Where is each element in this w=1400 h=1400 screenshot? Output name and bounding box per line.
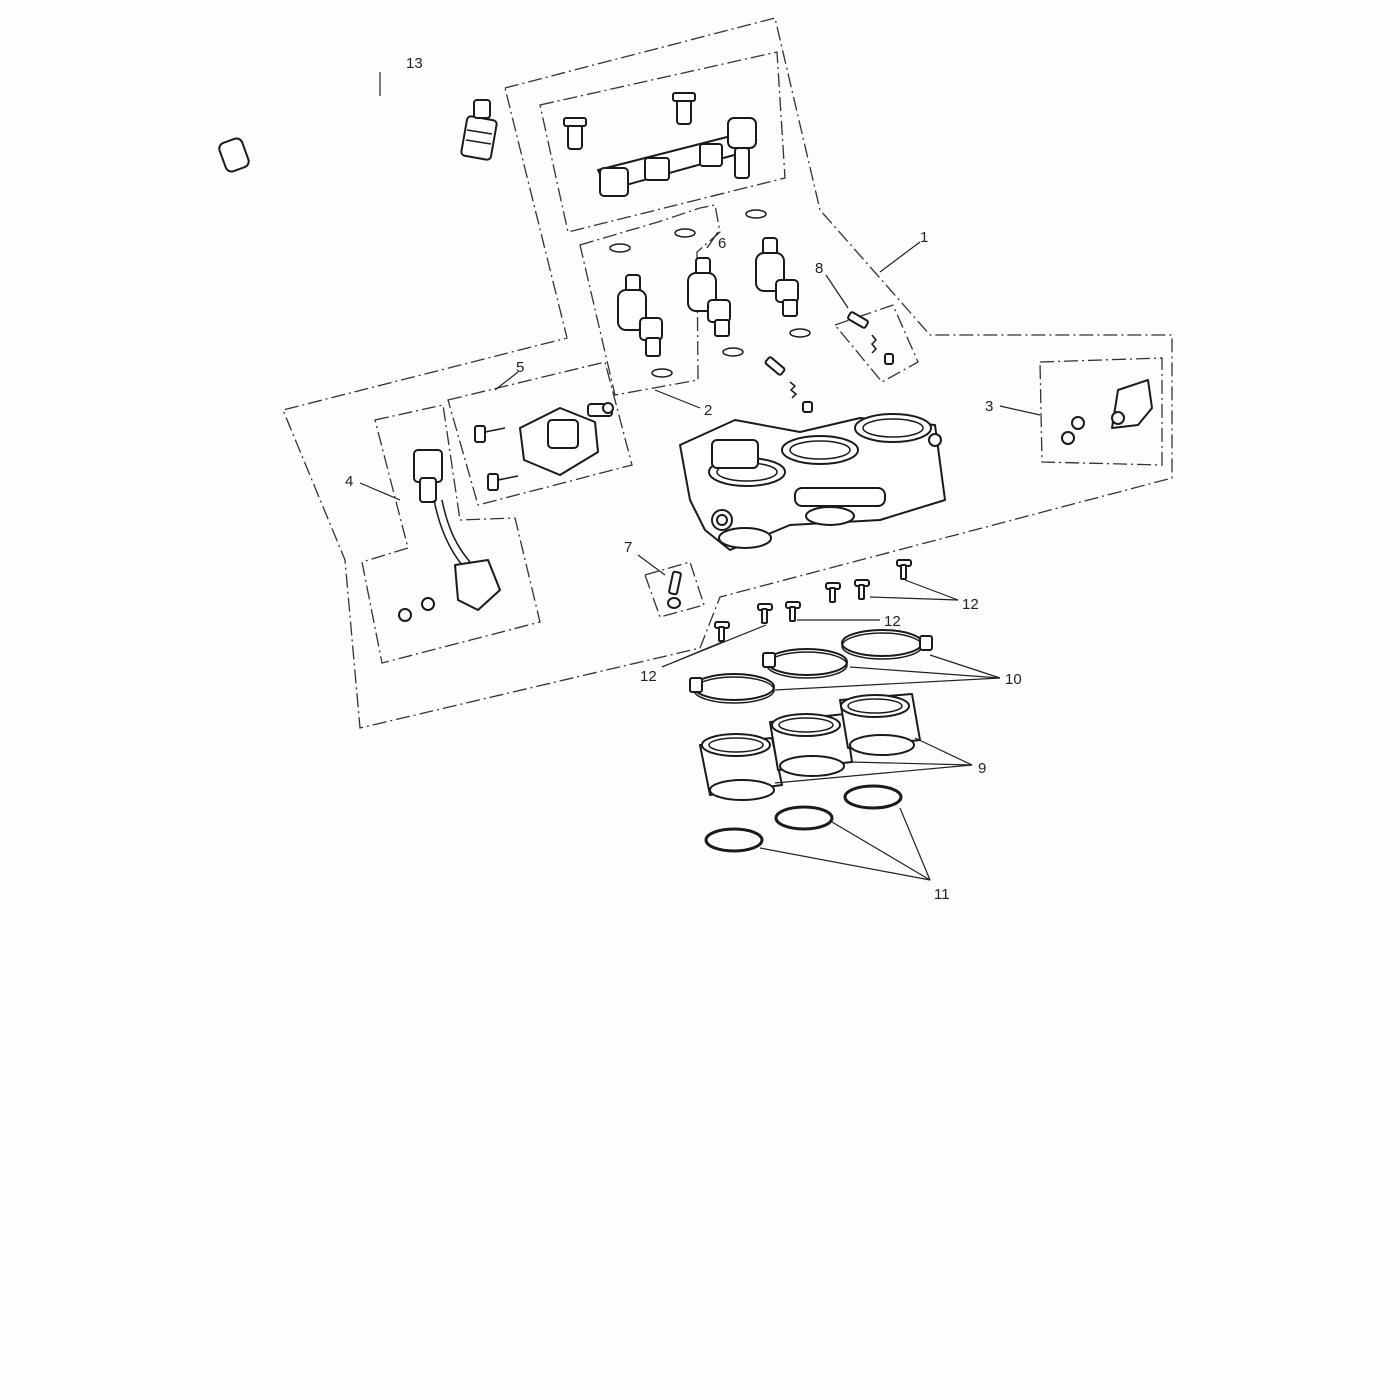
callout-6: 6 — [718, 235, 726, 252]
fuel-hose — [218, 92, 498, 173]
callout-5: 5 — [516, 359, 524, 376]
fuel-rail-group-boundary — [539, 51, 786, 233]
clamp-screws — [714, 559, 912, 642]
fuel-injector — [617, 274, 663, 357]
hose-clamps — [689, 629, 933, 704]
idle-adjust-screw — [667, 570, 682, 609]
screw — [854, 579, 870, 600]
bracket-group-boundary — [1039, 357, 1163, 466]
callout-11: 11 — [934, 886, 950, 903]
sensor-screw — [487, 473, 519, 491]
screw-spring-set — [764, 356, 813, 413]
throttle-bracket — [1061, 379, 1153, 445]
callout-12c: 12 — [640, 668, 657, 685]
screw — [825, 582, 841, 603]
throttle-position-sensor — [398, 449, 501, 622]
screw — [785, 601, 801, 622]
fuel-injector — [687, 257, 731, 337]
gaskets — [704, 784, 903, 853]
callout-12b: 12 — [884, 613, 901, 630]
screw — [896, 559, 912, 580]
screw — [714, 621, 730, 642]
throttle-body-assembly — [679, 413, 946, 551]
screw-spring-group-boundary — [833, 304, 919, 383]
idle-screw-group-boundary — [644, 561, 705, 618]
sensor-group-boundary — [447, 361, 633, 506]
callout-7: 7 — [624, 539, 632, 556]
callout-labels: 1 2 3 4 5 6 7 8 9 10 11 12 12 12 13 — [345, 55, 1022, 903]
fuel-injectors — [617, 237, 799, 357]
map-sensor — [474, 402, 614, 491]
callout-10: 10 — [1005, 671, 1022, 688]
callout-4: 4 — [345, 473, 353, 490]
injector-o-rings — [609, 209, 811, 378]
callout-13: 13 — [406, 55, 423, 72]
callout-2: 2 — [704, 402, 712, 419]
leader-lines — [359, 72, 1041, 881]
callout-12a: 12 — [962, 596, 979, 613]
air-screw-set — [847, 311, 894, 365]
callout-9: 9 — [978, 760, 986, 777]
assembly-boundary-1 — [282, 17, 1173, 729]
sensor-screw — [474, 425, 506, 443]
intake-adapters — [699, 693, 921, 801]
position-sensor-group-boundary — [361, 404, 541, 664]
fuel-injector — [755, 237, 799, 317]
callout-8: 8 — [815, 260, 823, 277]
callout-3: 3 — [985, 398, 993, 415]
injector-group-boundary — [579, 204, 721, 396]
screw — [757, 603, 773, 624]
fuel-rail — [563, 92, 757, 197]
callout-1: 1 — [920, 229, 928, 246]
